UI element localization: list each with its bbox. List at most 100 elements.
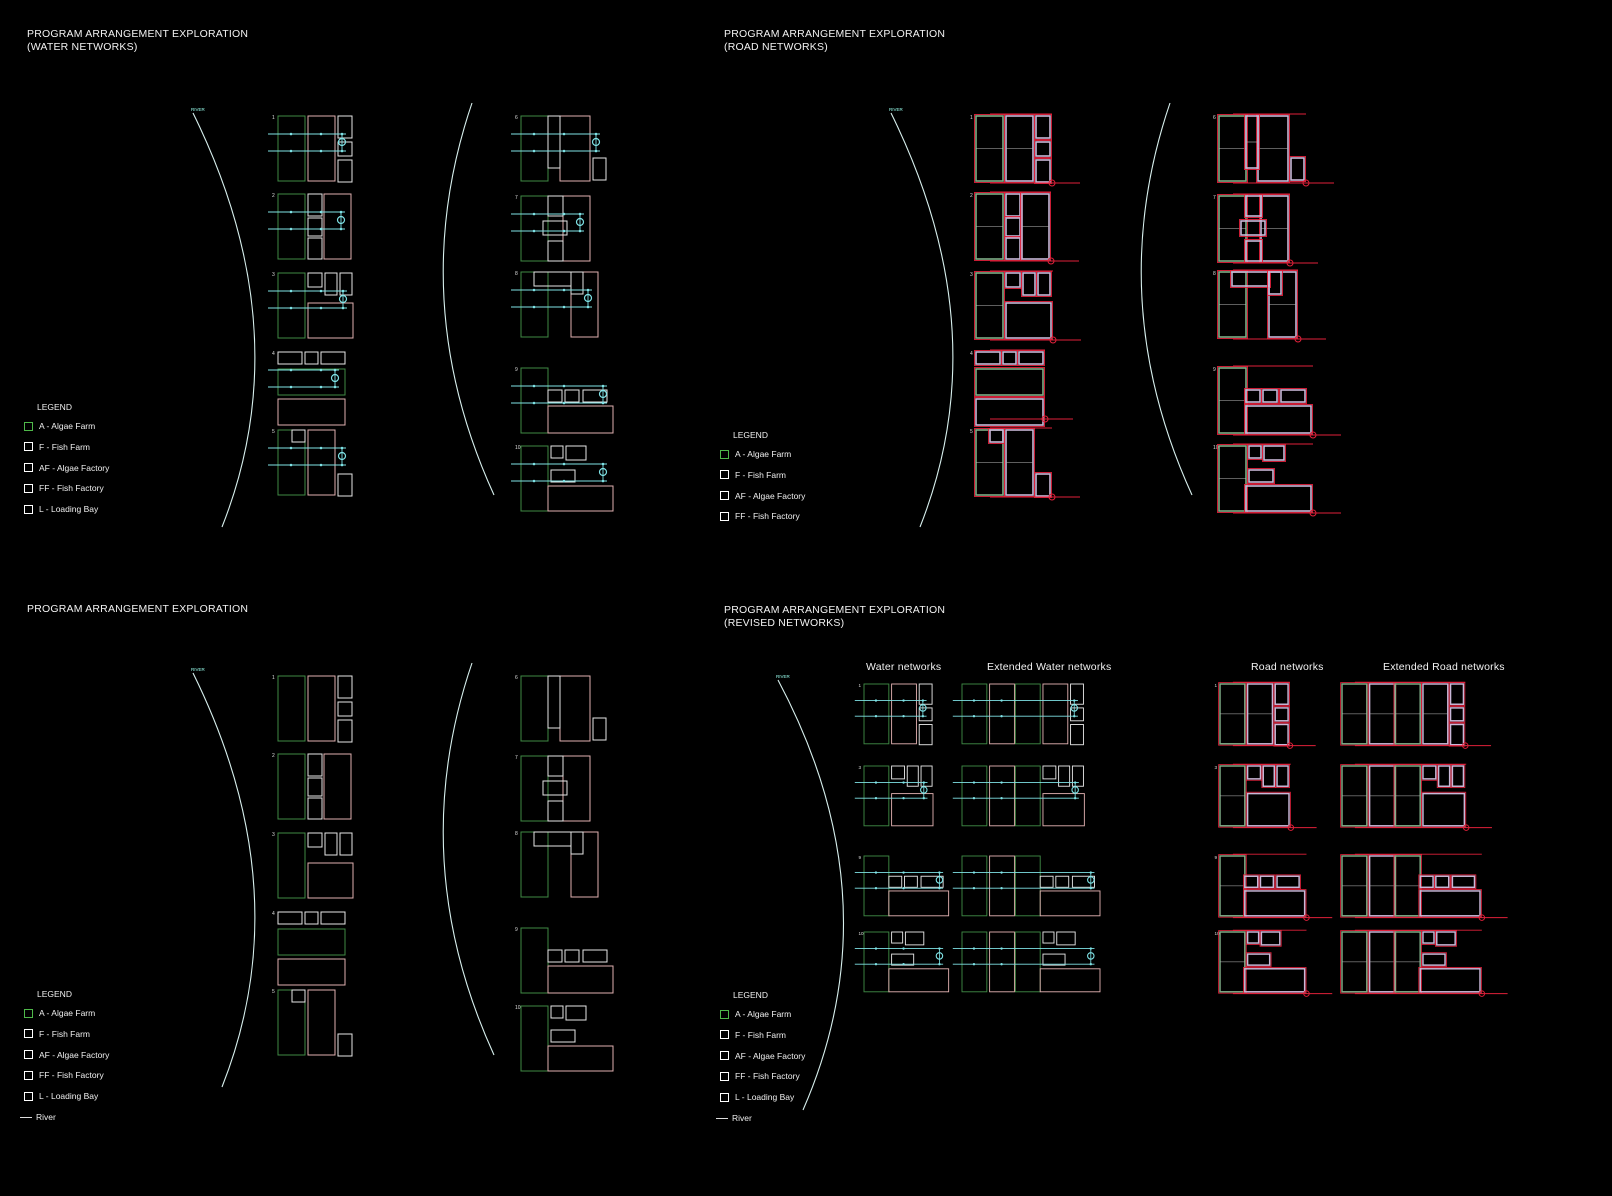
water-node	[938, 887, 941, 890]
fish-farm-block	[1419, 890, 1481, 917]
road-node-icon	[1303, 990, 1310, 997]
water-node	[289, 149, 293, 153]
river-line-icon	[716, 1117, 728, 1119]
water-node	[562, 479, 566, 483]
facility-block	[891, 931, 904, 944]
algae-farm-block	[277, 272, 306, 339]
plan-9: 9	[511, 367, 614, 434]
fish-farm-block	[307, 429, 336, 496]
water-node	[972, 797, 976, 800]
plan-6: 6	[1213, 113, 1334, 187]
road-outline	[1239, 219, 1267, 237]
water-pump-icon	[1071, 786, 1079, 794]
water-node	[532, 212, 536, 216]
algae-farm-block	[277, 193, 306, 260]
road-outline	[1004, 301, 1053, 340]
plan-number: 4	[272, 351, 275, 357]
panel-subtitle-revised: (REVISED NETWORKS)	[724, 617, 845, 629]
plan-2: 2	[268, 193, 352, 260]
facility-block	[1422, 931, 1435, 944]
water-node	[289, 210, 293, 214]
water-pump-icon	[935, 876, 944, 884]
facility-block	[542, 780, 568, 796]
facility-block	[1451, 875, 1476, 889]
water-node	[1000, 797, 1003, 800]
facility-block	[1042, 931, 1055, 944]
water-node	[289, 289, 293, 293]
water-node	[874, 781, 878, 784]
fish-farm-block	[307, 675, 336, 742]
road-node-icon	[1286, 742, 1294, 749]
water-node	[319, 149, 323, 153]
plan-number: 2	[970, 193, 973, 199]
road-node-icon	[1462, 824, 1470, 831]
water-node	[972, 715, 976, 718]
legend-item: FF - Fish Factory	[720, 511, 800, 521]
fish-farm-block	[1005, 302, 1052, 339]
legend-swatch-icon	[24, 421, 33, 431]
facility-block	[1231, 271, 1270, 287]
facility-block	[324, 272, 338, 296]
facility-block	[1262, 389, 1278, 403]
road-node-icon	[1462, 742, 1469, 749]
water-pump-icon	[330, 373, 340, 383]
legend-item: F - Fish Farm	[24, 442, 90, 452]
legend-item: F - Fish Farm	[24, 1029, 90, 1039]
water-pump-icon	[575, 217, 585, 227]
facility-block	[1005, 193, 1021, 217]
water-node	[1000, 781, 1003, 784]
facility-block	[1005, 217, 1021, 237]
water-node	[921, 699, 925, 702]
fish-farm-block	[559, 675, 591, 742]
panel-subtitle-road: (ROAD NETWORKS)	[724, 41, 828, 53]
legend-item: A - Algae Farm	[24, 1008, 95, 1018]
road-outline	[1273, 706, 1290, 723]
algae-farm-block	[520, 755, 549, 822]
facility-block	[550, 445, 564, 459]
facility-block	[547, 800, 564, 822]
fish-farm-block	[1244, 968, 1306, 993]
road-outline	[1243, 889, 1307, 918]
road-outline	[1434, 874, 1451, 890]
algae-farm-block	[961, 765, 988, 827]
algae-farm-block	[277, 368, 346, 396]
road-outline	[1418, 889, 1482, 918]
road-outline	[1448, 706, 1466, 723]
plan-number: 2	[272, 753, 275, 759]
facility-block	[592, 157, 607, 181]
road-outline	[1279, 388, 1307, 404]
water-node	[1073, 699, 1076, 702]
algae-farm-block	[277, 753, 306, 820]
water-node	[902, 699, 905, 702]
facility-block	[920, 875, 944, 888]
facility-block	[307, 753, 323, 777]
facility-block	[291, 429, 306, 443]
river-line	[890, 112, 954, 528]
road-outline	[1034, 158, 1052, 184]
facility-block	[1070, 724, 1084, 746]
water-pump-icon	[935, 952, 944, 960]
plan-6: 6	[511, 115, 607, 182]
water-node	[902, 781, 905, 784]
fish-farm-block	[1042, 683, 1069, 745]
facility-block	[533, 831, 572, 847]
river-line-icon	[20, 1116, 32, 1118]
water-node	[938, 963, 941, 966]
legend-item-label: F - Fish Farm	[735, 1029, 786, 1040]
facility-block	[550, 1005, 564, 1019]
fish-farm-block	[323, 753, 352, 820]
facility-block	[337, 1033, 353, 1057]
facility-block	[1035, 141, 1051, 157]
plan-7: 7	[511, 195, 591, 262]
water-pump-icon	[919, 704, 927, 712]
facility-block	[570, 831, 584, 855]
algae-farm-block	[520, 367, 549, 434]
plan-number: 10	[858, 931, 864, 936]
water-node	[874, 797, 878, 800]
fish-farm-block	[888, 968, 950, 993]
water-pump-icon	[598, 389, 608, 399]
plan-3: 3	[268, 272, 354, 339]
road-outline	[1273, 682, 1290, 707]
facility-block	[1240, 220, 1266, 236]
panel-title-water: PROGRAM ARRANGEMENT EXPLORATION	[27, 28, 249, 40]
